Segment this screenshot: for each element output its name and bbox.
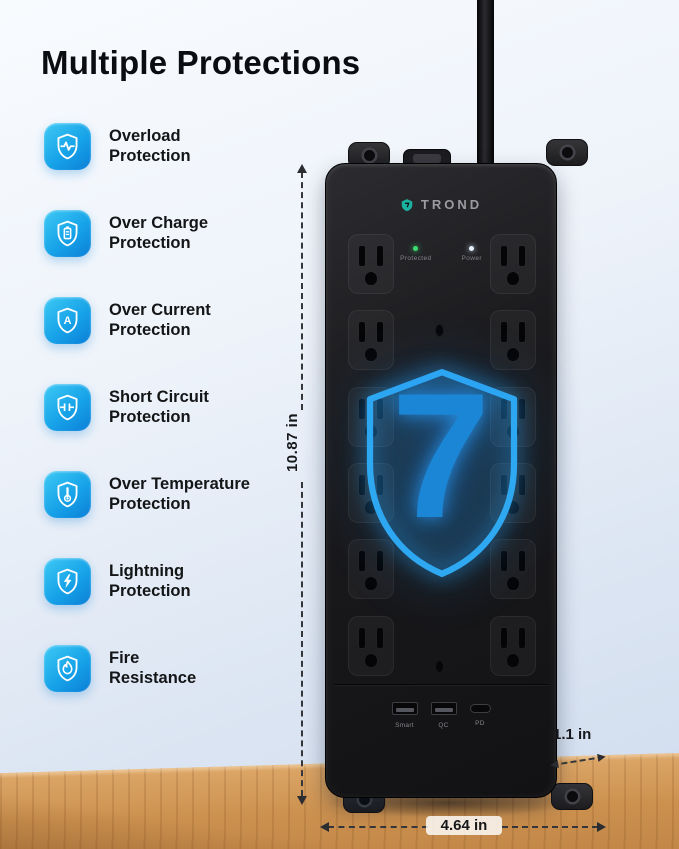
overload-shield-icon bbox=[44, 122, 91, 170]
usb-a-port-icon bbox=[430, 702, 457, 715]
protection-label: Over Charge Protection bbox=[109, 213, 209, 252]
fire-shield-icon bbox=[44, 644, 91, 692]
status-indicators: Protected Power bbox=[326, 246, 556, 262]
over-charge-shield-icon bbox=[44, 209, 91, 257]
protection-label: Lightning Protection bbox=[109, 561, 191, 600]
arrow-right-icon bbox=[597, 822, 606, 832]
arrow-left-icon bbox=[320, 822, 329, 832]
over-temperature-shield-icon bbox=[44, 470, 91, 518]
depth-dimension-label: 1.1 in bbox=[553, 726, 592, 743]
protections-list: Overload Protection Over Charge Protecti… bbox=[44, 122, 250, 692]
panel-seam bbox=[334, 684, 548, 685]
protection-label: Fire Resistance bbox=[109, 648, 197, 687]
screw-hole bbox=[435, 660, 444, 673]
protected-indicator: Protected bbox=[400, 246, 431, 262]
arrow-down-icon bbox=[297, 796, 307, 805]
outlet-grid bbox=[326, 226, 556, 684]
height-dimension-line bbox=[301, 482, 303, 796]
width-dimension-line bbox=[502, 826, 598, 828]
outlet bbox=[490, 539, 536, 600]
over-current-shield-icon: A bbox=[44, 296, 91, 344]
mounting-ear-top-right bbox=[546, 139, 588, 166]
power-cable bbox=[477, 0, 494, 180]
lightning-shield-icon bbox=[44, 557, 91, 605]
short-circuit-shield-icon bbox=[44, 383, 91, 431]
protection-label: Short Circuit Protection bbox=[109, 387, 209, 426]
width-dimension-label: 4.64 in bbox=[426, 816, 502, 835]
power-led bbox=[469, 246, 475, 251]
protection-item-over-charge: Over Charge Protection bbox=[44, 209, 250, 257]
height-dimension-label: 10.87 in bbox=[284, 413, 301, 473]
screw-hole bbox=[435, 494, 444, 507]
outlet bbox=[490, 386, 536, 447]
power-strip: TROND Protected Power bbox=[325, 163, 557, 798]
outlet bbox=[348, 234, 394, 295]
outlet bbox=[490, 615, 536, 676]
usb-ports: Smart QC PD bbox=[326, 702, 556, 729]
protection-item-fire: Fire Resistance bbox=[44, 644, 250, 692]
protection-label: Overload Protection bbox=[109, 126, 191, 165]
brand-logo: TROND bbox=[326, 197, 556, 212]
outlet bbox=[348, 310, 394, 371]
usb-c-pd-port: PD bbox=[469, 702, 491, 729]
protection-item-overload: Overload Protection bbox=[44, 122, 250, 170]
protection-item-lightning: Lightning Protection bbox=[44, 557, 250, 605]
height-dimension-line bbox=[301, 172, 303, 410]
outlet bbox=[490, 234, 536, 295]
outlet bbox=[490, 310, 536, 371]
usb-c-port-icon bbox=[469, 704, 491, 713]
outlet bbox=[348, 539, 394, 600]
protection-item-over-temperature: Over Temperature Protection bbox=[44, 470, 250, 518]
protection-item-over-current: A Over Current Protection bbox=[44, 296, 250, 344]
outlet bbox=[490, 463, 536, 524]
protection-label: Over Temperature Protection bbox=[109, 474, 250, 513]
power-indicator: Power bbox=[461, 246, 482, 262]
protection-item-short-circuit: Short Circuit Protection bbox=[44, 383, 250, 431]
usb-a-smart-port: Smart bbox=[391, 702, 418, 729]
outlet bbox=[348, 463, 394, 524]
svg-text:A: A bbox=[64, 315, 72, 327]
trond-logo-icon bbox=[401, 198, 413, 211]
arrow-up-icon bbox=[297, 164, 307, 173]
usb-a-qc-port: QC bbox=[430, 702, 457, 729]
protected-led bbox=[413, 246, 419, 251]
outlet bbox=[348, 615, 394, 676]
usb-a-port-icon bbox=[391, 702, 418, 715]
screw-hole bbox=[435, 324, 444, 337]
protection-label: Over Current Protection bbox=[109, 300, 211, 339]
brand-name: TROND bbox=[420, 197, 483, 212]
width-dimension-line bbox=[328, 826, 428, 828]
outlet bbox=[348, 386, 394, 447]
mounting-ear-bottom-right bbox=[551, 783, 593, 810]
page-title: Multiple Protections bbox=[41, 44, 361, 81]
